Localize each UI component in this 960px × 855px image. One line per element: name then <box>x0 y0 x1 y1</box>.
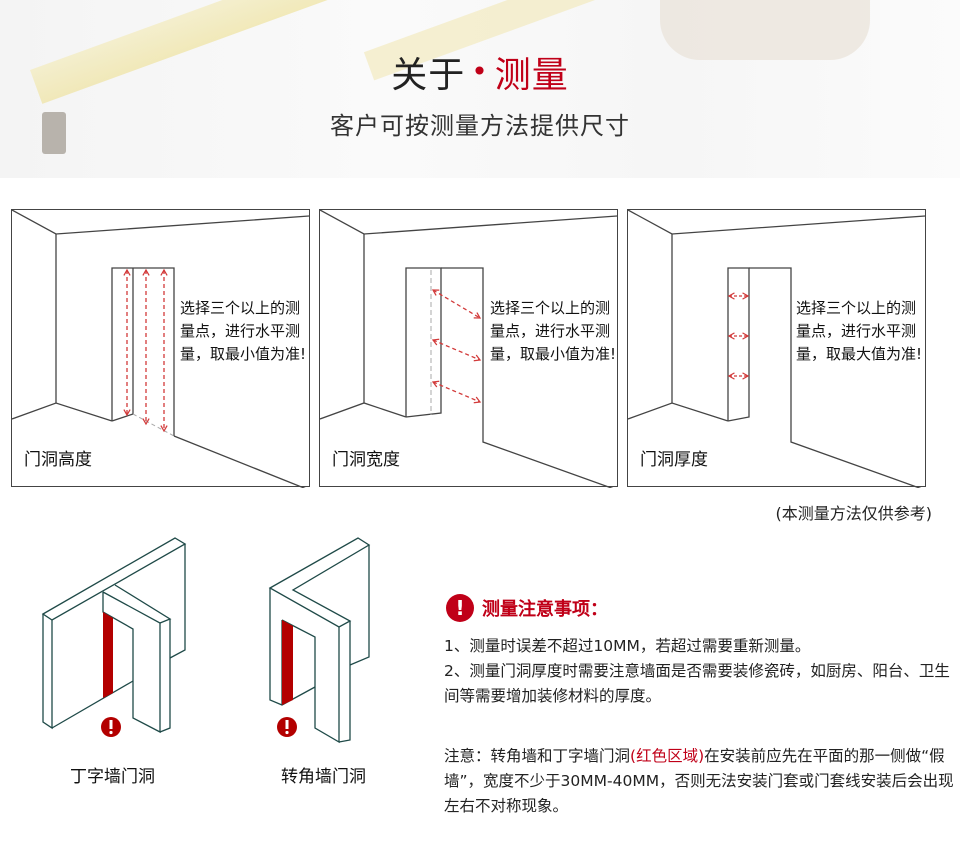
tape-case-image <box>660 0 870 60</box>
caution-suffix: 在安装前应先在平面的那一侧做“假墙”，宽度不少于30MM-40MM，否则无法安装… <box>444 747 954 815</box>
notice-item: 1、测量时误差不超过10MM，若超过需要重新测量。 <box>444 637 811 655</box>
t-wall-diagram <box>41 537 187 734</box>
exclamation-icon: ! <box>446 594 474 622</box>
t-wall-label: 丁字墙门洞 <box>70 767 155 787</box>
panel-label: 门洞高度 <box>24 450 92 470</box>
header-banner: 关于•测量 客户可按测量方法提供尺寸 <box>0 0 960 178</box>
door-width-diagram <box>320 210 618 488</box>
panel-door-height: 选择三个以上的测量点，进行水平测量，取最小值为准! 门洞高度 <box>11 209 310 488</box>
warning-icon <box>277 717 297 737</box>
tape-hook-image <box>42 112 66 154</box>
panel-instruction: 选择三个以上的测量点，进行水平测量，取最小值为准! <box>490 299 617 363</box>
notice-heading: ! 测量注意事项： <box>446 594 608 622</box>
panel-instruction: 选择三个以上的测量点，进行水平测量，取最大值为准! <box>796 299 923 363</box>
t-wall-red-area <box>103 612 113 698</box>
panel-door-width: 选择三个以上的测量点，进行水平测量，取最小值为准! 门洞宽度 <box>319 209 618 488</box>
door-thickness-diagram <box>628 210 926 488</box>
door-height-diagram <box>12 210 310 488</box>
title-dot: • <box>471 55 489 88</box>
caution-highlight: (红色区域) <box>630 747 705 765</box>
reference-note: (本测量方法仅供参考) <box>775 504 933 523</box>
page-title: 关于•测量 <box>0 46 960 98</box>
corner-wall-label: 转角墙门洞 <box>281 767 366 787</box>
notice-list: 1、测量时误差不超过10MM，若超过需要重新测量。 2、测量门洞厚度时需要注意墙… <box>444 634 959 709</box>
wall-type-diagrams <box>41 537 371 744</box>
page-subtitle: 客户可按测量方法提供尺寸 <box>330 112 630 140</box>
notice-item: 2、测量门洞厚度时需要注意墙面是否需要装修瓷砖，如厨房、阳台、卫生间等需要增加装… <box>444 662 950 705</box>
caution-text: 注意：转角墙和丁字墙门洞(红色区域)在安装前应先在平面的那一侧做“假墙”，宽度不… <box>444 744 959 819</box>
caution-prefix: 注意：转角墙和丁字墙门洞 <box>444 747 631 765</box>
panel-label: 门洞厚度 <box>640 450 708 470</box>
title-part1: 关于 <box>391 55 466 96</box>
notice-heading-text: 测量注意事项： <box>482 599 608 620</box>
warning-icon <box>101 717 121 737</box>
panel-door-thickness: 选择三个以上的测量点，进行水平测量，取最大值为准! 门洞厚度 <box>627 209 926 488</box>
panel-label: 门洞宽度 <box>332 450 400 470</box>
corner-wall-red-area <box>282 620 293 705</box>
panel-instruction: 选择三个以上的测量点，进行水平测量，取最小值为准! <box>180 299 307 363</box>
title-part2: 测量 <box>494 55 569 96</box>
